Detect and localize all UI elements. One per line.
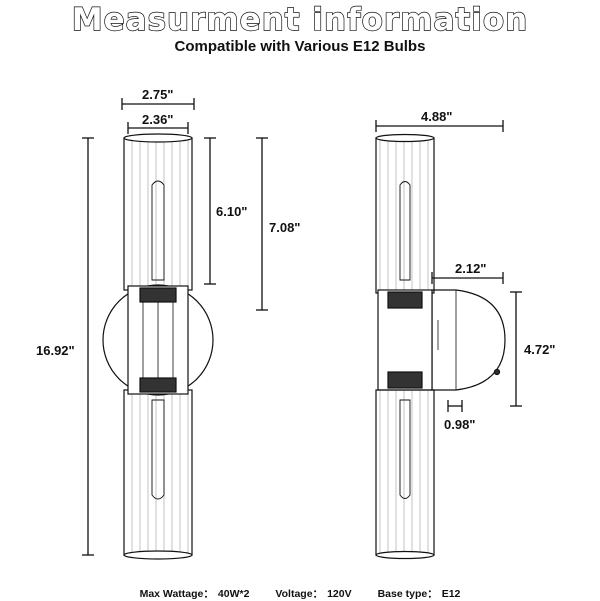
spec-voltage: Voltage：120V: [275, 586, 351, 601]
side-view: [375, 133, 506, 560]
spec-label: Max Wattage：: [139, 588, 214, 600]
side-bottom-shade: [375, 389, 435, 560]
side-dimension-lines: [375, 120, 522, 412]
dim-base-projection: 2.12": [455, 261, 487, 276]
dim-total-height: 16.92": [36, 343, 75, 358]
side-base: [431, 289, 506, 391]
dim-top-outer-width: 2.75": [142, 87, 174, 102]
front-bottom-shade: [123, 389, 193, 560]
dim-depth: 4.88": [421, 109, 453, 124]
dim-shade-height: 7.08": [269, 220, 301, 235]
dim-shade-width: 2.36": [142, 112, 174, 127]
spec-value: 40W*2: [217, 588, 250, 600]
specs-row: Max Wattage：40W*2 Voltage：120V Base type…: [0, 586, 600, 601]
front-backplate: [102, 284, 214, 396]
side-top-shade: [375, 133, 435, 294]
spec-label: Base type：: [377, 588, 438, 600]
spec-base-type: Base type：E12: [378, 586, 461, 601]
front-dimension-lines: [82, 98, 268, 556]
spec-max-wattage: Max Wattage：40W*2: [140, 586, 250, 601]
front-view: [102, 133, 214, 560]
dim-bulb-height: 6.10": [216, 204, 248, 219]
front-top-shade: [123, 133, 193, 291]
page-subtitle: Compatible with Various E12 Bulbs: [174, 38, 426, 55]
side-center-fitter: [377, 289, 439, 391]
page-title: Measurment information: [71, 1, 529, 38]
dim-base-thickness: 0.98": [444, 417, 476, 432]
spec-value: E12: [441, 588, 461, 600]
dim-base-height: 4.72": [524, 342, 556, 357]
spec-value: 120V: [327, 588, 352, 600]
spec-label: Voltage：: [275, 588, 324, 600]
